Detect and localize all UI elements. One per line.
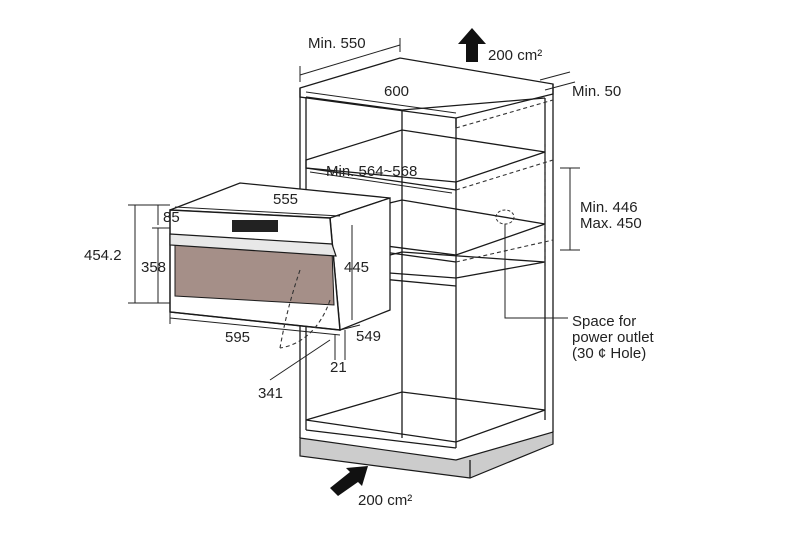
- oven-door-handle: [169, 233, 337, 257]
- cabinet-floor: [305, 391, 546, 443]
- control-panel-display: [232, 220, 278, 232]
- label-outlet-line3: (30 ¢ Hole): [572, 345, 646, 362]
- door-swing-arc: [279, 299, 331, 349]
- label-outlet-line1: Space for: [572, 313, 636, 330]
- label-width-595: 595: [225, 329, 250, 346]
- label-outlet-line2: power outlet: [572, 329, 655, 346]
- label-depth-21: 21: [330, 359, 347, 376]
- power-outlet-leader: [504, 224, 568, 319]
- label-width-555: 555: [273, 191, 298, 208]
- dimension-lines: [128, 38, 580, 381]
- label-top-vent: 200 cm²: [488, 47, 542, 64]
- label-min-550: Min. 550: [308, 35, 366, 52]
- label-height-358: 358: [141, 259, 166, 276]
- upper-shelf: [305, 129, 546, 183]
- label-min-564-568: Min. 564~568: [326, 163, 417, 180]
- label-min-446: Min. 446: [580, 199, 638, 216]
- label-depth-549: 549: [356, 328, 381, 345]
- label-width-600: 600: [384, 83, 409, 100]
- label-radius-341: 341: [258, 385, 283, 402]
- top-vent-arrow: [458, 28, 486, 62]
- label-height-85: 85: [163, 209, 180, 226]
- label-max-450: Max. 450: [580, 215, 642, 232]
- label-bottom-vent: 200 cm²: [358, 492, 412, 509]
- label-height-454-2: 454.2: [84, 247, 122, 264]
- bottom-vent-arrow: [330, 466, 368, 496]
- label-height-445: 445: [344, 259, 369, 276]
- label-min-50: Min. 50: [572, 83, 621, 100]
- cabinet: [299, 57, 554, 479]
- plinth: [299, 431, 554, 479]
